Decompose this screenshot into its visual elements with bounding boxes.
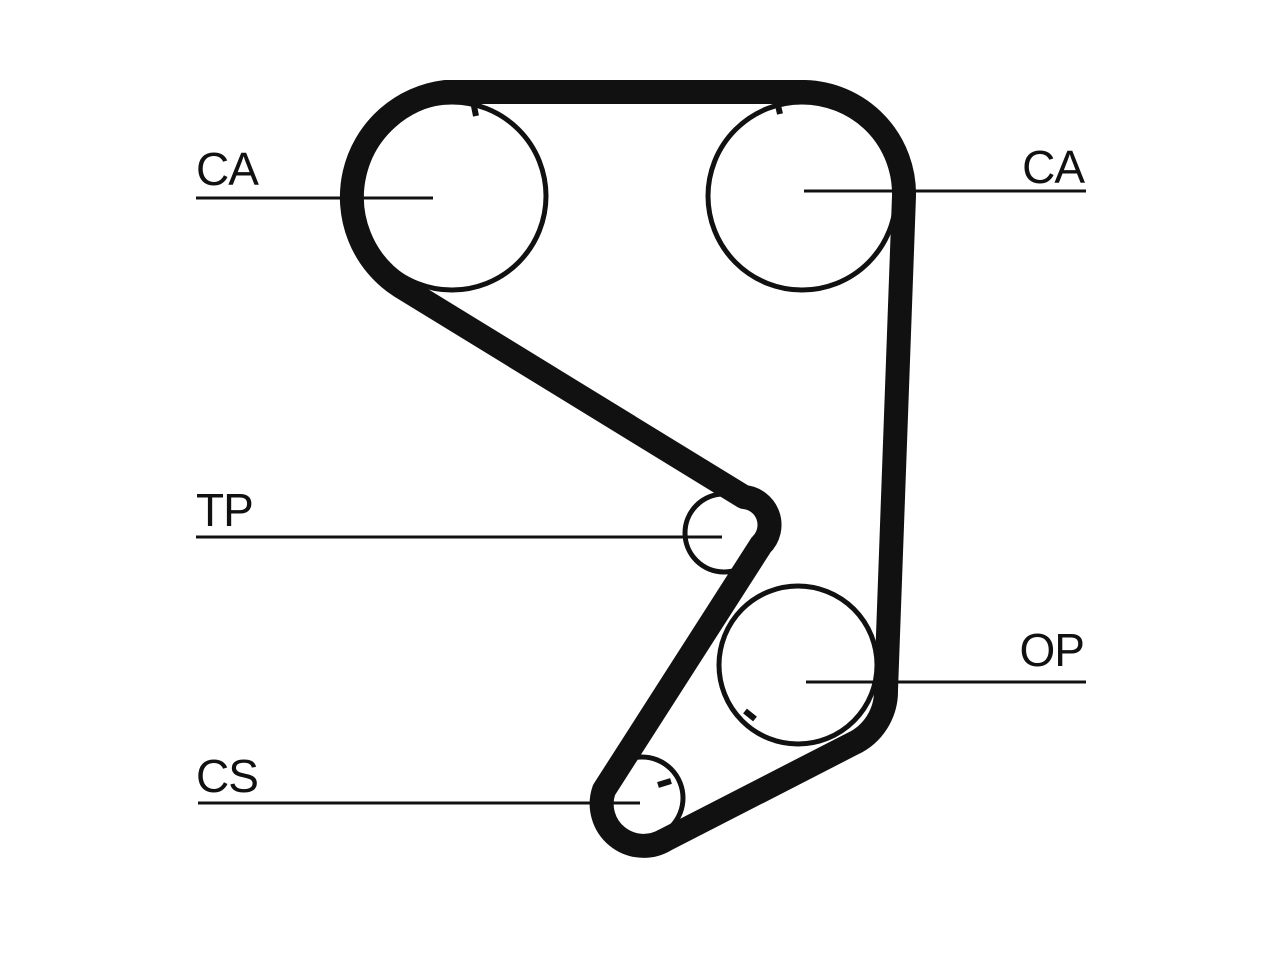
camshaft-pulley-right — [705, 99, 899, 293]
timing-mark-cs — [657, 778, 672, 788]
timing-mark-ca-left — [470, 100, 479, 117]
label-op: OP — [1020, 624, 1084, 676]
label-ca-left: CA — [196, 143, 259, 195]
oil-pump-pulley — [716, 583, 880, 747]
camshaft-pulley-left — [355, 99, 549, 293]
tensioner-pulley — [682, 491, 766, 575]
label-ca-right: CA — [1022, 141, 1085, 193]
label-tp: TP — [196, 484, 253, 536]
timing-mark-ca-right — [774, 100, 783, 115]
crankshaft-pulley — [598, 754, 686, 842]
timing-belt — [339, 80, 917, 858]
timing-mark-op — [743, 708, 757, 722]
label-cs: CS — [196, 750, 258, 802]
